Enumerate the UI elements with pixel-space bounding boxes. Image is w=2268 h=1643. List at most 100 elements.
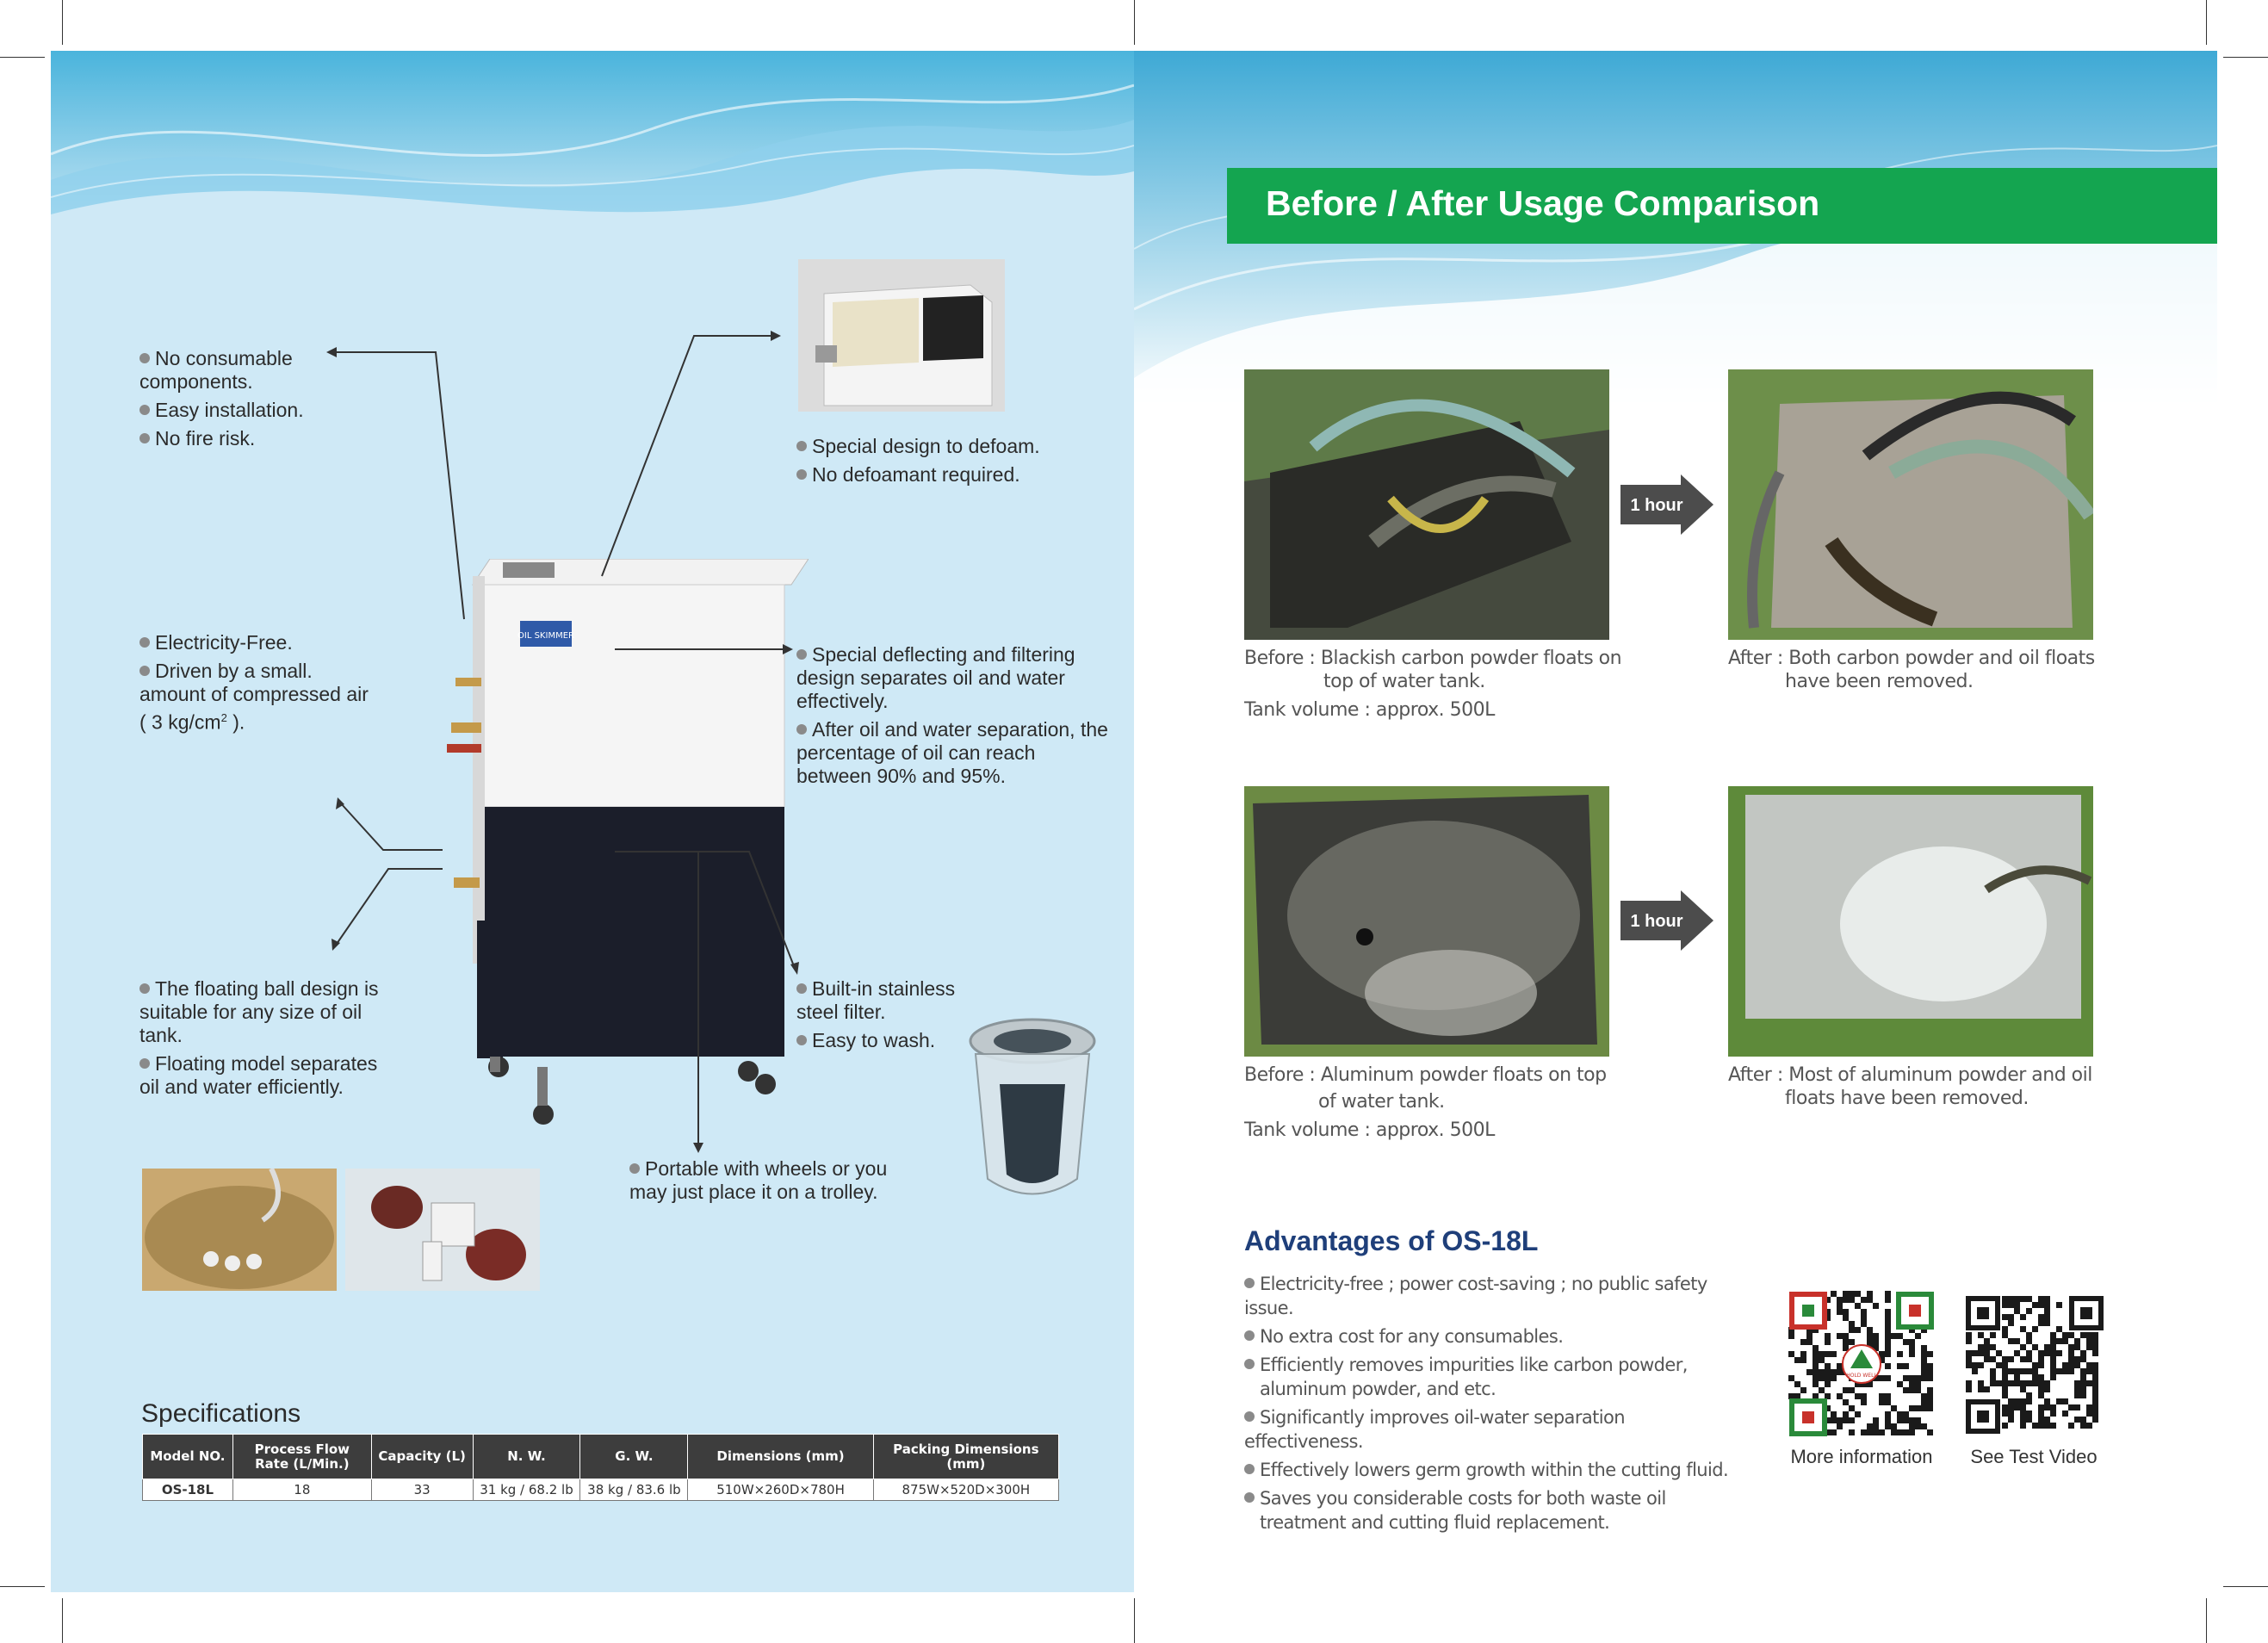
qr-module <box>2062 1368 2068 1374</box>
qr-module <box>2002 1404 2008 1410</box>
feature-text: After oil and water separation, the perc… <box>796 718 1108 787</box>
crop-mark <box>62 0 63 45</box>
qr-module <box>1903 1387 1909 1393</box>
qr-module <box>1921 1369 1927 1375</box>
qr-module <box>1972 1368 1978 1374</box>
feature-item: Special deflecting and filtering design … <box>796 643 1115 713</box>
qr-module <box>1996 1350 2002 1356</box>
qr-module <box>2092 1392 2098 1398</box>
feature-list-mid-left: Electricity-Free. Driven by a small. amo… <box>139 631 372 735</box>
qr-module <box>1794 1381 1800 1387</box>
qr-module <box>1849 1417 1855 1423</box>
qr-module <box>2074 1417 2080 1423</box>
before-caption-aluminum: Before : Aluminum powder floats on top o… <box>1244 1063 1623 1142</box>
bullet-icon <box>139 432 150 443</box>
qr-module <box>2020 1410 2026 1417</box>
qr-module <box>2026 1368 2032 1374</box>
feature-list-bottom-center: Portable with wheels or you may just pla… <box>629 1157 888 1204</box>
qr-module <box>2050 1404 2056 1410</box>
qr-module <box>1885 1399 1891 1405</box>
qr-module <box>2002 1296 2008 1302</box>
qr-module <box>2050 1338 2056 1344</box>
qr-module <box>2038 1386 2044 1392</box>
qr-module <box>2002 1332 2008 1338</box>
qr-module <box>2050 1423 2056 1429</box>
crop-mark <box>0 57 45 58</box>
advantage-text: Significantly improves oil-water separat… <box>1244 1407 1626 1452</box>
qr-module <box>1915 1417 1921 1423</box>
qr-module <box>1990 1344 1996 1350</box>
feature-text: Easy to wash. <box>812 1029 936 1051</box>
qr-module <box>1879 1375 1885 1381</box>
time-arrow: 1 hour <box>1620 890 1713 951</box>
qr-module <box>2080 1423 2086 1429</box>
qr-module <box>2026 1350 2032 1356</box>
feature-text: The floating ball design is suitable for… <box>139 977 379 1046</box>
qr-module <box>2080 1417 2086 1423</box>
feature-item: No fire risk. <box>139 427 346 450</box>
feature-text: Floating model separates oil and water e… <box>139 1052 378 1098</box>
crop-mark <box>2206 0 2207 45</box>
qr-module <box>1873 1417 1879 1423</box>
qr-module <box>2050 1344 2056 1350</box>
qr-module <box>2014 1296 2020 1302</box>
qr-module <box>1927 1399 1933 1405</box>
qr-module <box>1903 1339 1909 1345</box>
qr-module <box>2044 1314 2050 1320</box>
feature-item: No defoamant required. <box>796 463 1072 487</box>
qr-module <box>1984 1386 1990 1392</box>
qr-module <box>2092 1350 2098 1356</box>
more-info-label[interactable]: More information <box>1790 1446 1933 1467</box>
qr-module <box>1909 1339 1915 1345</box>
after-caption-carbon: After : Both carbon powder and oil float… <box>1728 647 2107 693</box>
qr-module <box>1966 1356 1972 1362</box>
header-gw: G. W. <box>579 1434 689 1479</box>
qr-module <box>2002 1392 2008 1398</box>
qr-module <box>2074 1356 2080 1362</box>
test-video-qr-code[interactable] <box>1966 1296 2104 1434</box>
qr-module <box>1885 1339 1891 1345</box>
qr-module <box>1873 1423 1879 1429</box>
qr-module <box>1855 1303 1861 1309</box>
qr-module <box>1885 1363 1891 1369</box>
qr-module <box>1867 1297 1873 1303</box>
qr-module <box>2056 1368 2062 1374</box>
qr-module <box>2056 1302 2062 1308</box>
qr-module <box>1966 1362 1972 1368</box>
qr-module <box>2008 1404 2014 1410</box>
qr-module <box>1921 1351 1927 1357</box>
test-video-label[interactable]: See Test Video <box>1970 1446 2098 1467</box>
qr-module <box>1978 1332 1984 1338</box>
qr-module <box>1915 1405 1921 1411</box>
qr-module <box>1800 1387 1806 1393</box>
feature-list-mid-right: Special deflecting and filtering design … <box>796 643 1115 788</box>
qr-module <box>1885 1315 1891 1321</box>
qr-module <box>2038 1356 2044 1362</box>
qr-module <box>1825 1309 1831 1315</box>
qr-module <box>1873 1303 1879 1309</box>
crop-mark <box>1134 1598 1135 1643</box>
advantage-item: Efficiently removes impurities like carb… <box>1244 1353 1744 1401</box>
qr-module <box>1825 1393 1831 1399</box>
caption-line: After : Both carbon powder and oil float… <box>1728 648 2095 669</box>
qr-module <box>1873 1429 1879 1435</box>
bullet-icon <box>1244 1492 1255 1503</box>
qr-module <box>1837 1393 1843 1399</box>
more-info-qr-code[interactable]: HOLD WELL <box>1788 1291 1935 1437</box>
qr-module <box>1825 1297 1831 1303</box>
qr-module <box>2092 1380 2098 1386</box>
header-flow-rate: Process Flow Rate (L/Min.) <box>232 1434 372 1479</box>
qr-module <box>2074 1362 2080 1368</box>
qr-module <box>1837 1303 1843 1309</box>
qr-module <box>2026 1398 2032 1404</box>
qr-module <box>1788 1327 1794 1333</box>
after-photo-carbon <box>1728 369 2093 640</box>
qr-module <box>1921 1363 1927 1369</box>
feature-item: Portable with wheels or you may just pla… <box>629 1157 888 1204</box>
qr-module <box>1885 1291 1891 1297</box>
qr-module <box>2038 1410 2044 1417</box>
qr-module <box>2020 1404 2026 1410</box>
qr-module <box>1813 1345 1819 1351</box>
qr-module <box>2092 1368 2098 1374</box>
qr-module <box>1867 1423 1873 1429</box>
